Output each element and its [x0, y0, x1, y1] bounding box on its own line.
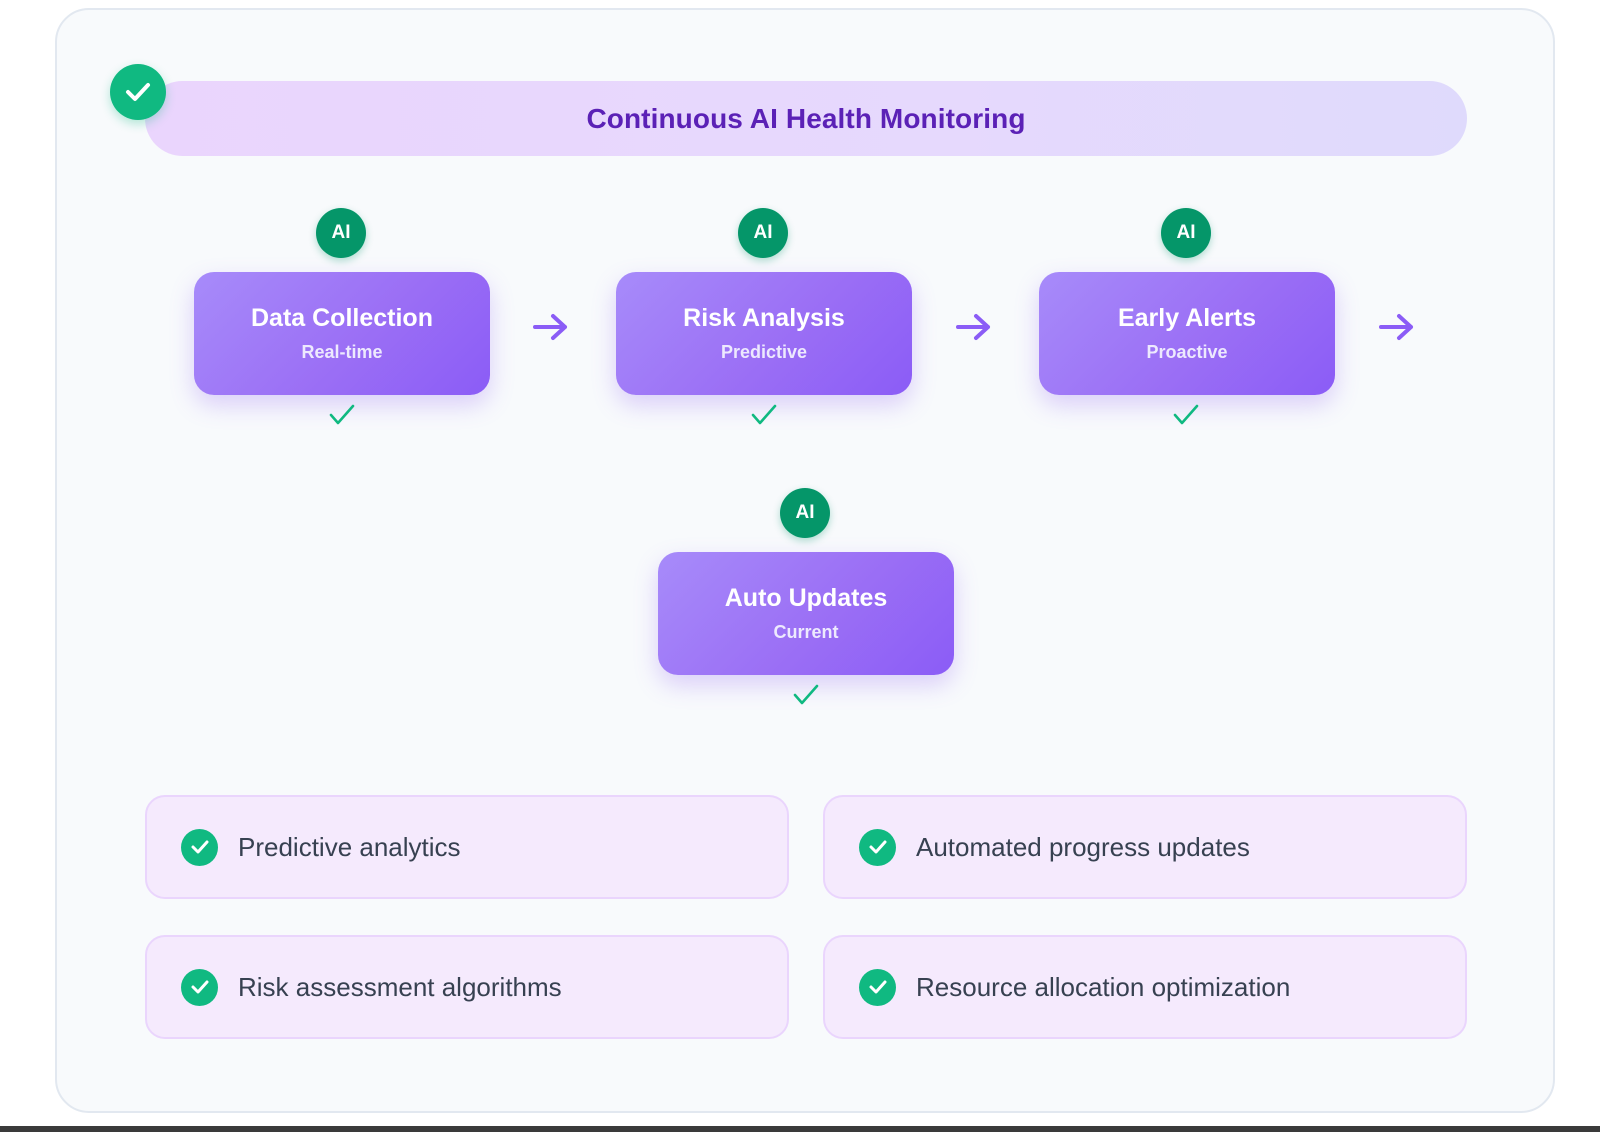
ai-badge: AI	[1161, 208, 1211, 258]
ai-badge: AI	[738, 208, 788, 258]
feature-label: Risk assessment algorithms	[238, 971, 562, 1002]
step-title: Data Collection	[251, 304, 433, 332]
check-circle-icon	[859, 968, 896, 1006]
step-box: Early Alerts Proactive	[1039, 272, 1335, 395]
feature-item: Resource allocation optimization	[823, 935, 1467, 1039]
check-icon	[1173, 404, 1199, 425]
check-circle-icon	[181, 828, 218, 866]
step-early-alerts: Early Alerts Proactive	[1039, 272, 1335, 395]
feature-label: Resource allocation optimization	[916, 971, 1291, 1002]
check-icon	[329, 404, 355, 425]
banner: Continuous AI Health Monitoring	[145, 81, 1467, 156]
step-title: Risk Analysis	[683, 304, 845, 332]
banner-title: Continuous AI Health Monitoring	[586, 102, 1026, 134]
check-icon	[751, 404, 777, 425]
step-title: Early Alerts	[1117, 304, 1257, 332]
step-data-collection: Data Collection Real-time	[194, 272, 490, 395]
banner-check-icon	[110, 64, 166, 120]
window-bottom-edge	[0, 1126, 1600, 1132]
arrow-right-icon	[956, 314, 990, 340]
step-subtitle: Predictive	[720, 342, 808, 362]
check-icon	[793, 684, 819, 705]
step-box: Auto Updates Current	[658, 552, 954, 675]
step-subtitle: Proactive	[1146, 342, 1228, 362]
arrow-right-icon	[533, 314, 567, 340]
feature-label: Automated progress updates	[916, 831, 1250, 862]
feature-item: Automated progress updates	[823, 795, 1467, 899]
ai-badge: AI	[316, 208, 366, 258]
step-subtitle: Current	[773, 622, 839, 642]
check-icon	[126, 83, 150, 101]
step-subtitle: Real-time	[301, 342, 383, 362]
feature-label: Predictive analytics	[238, 831, 461, 862]
check-circle-icon	[859, 828, 896, 866]
step-title: Auto Updates	[724, 584, 888, 612]
ai-badge: AI	[780, 488, 830, 538]
step-auto-updates: Auto Updates Current	[658, 552, 954, 675]
step-box: Data Collection Real-time	[194, 272, 490, 395]
arrow-right-icon	[1379, 314, 1413, 340]
step-box: Risk Analysis Predictive	[616, 272, 912, 395]
feature-item: Predictive analytics	[145, 795, 789, 899]
feature-item: Risk assessment algorithms	[145, 935, 789, 1039]
step-risk-analysis: Risk Analysis Predictive	[616, 272, 912, 395]
check-circle-icon	[181, 968, 218, 1006]
